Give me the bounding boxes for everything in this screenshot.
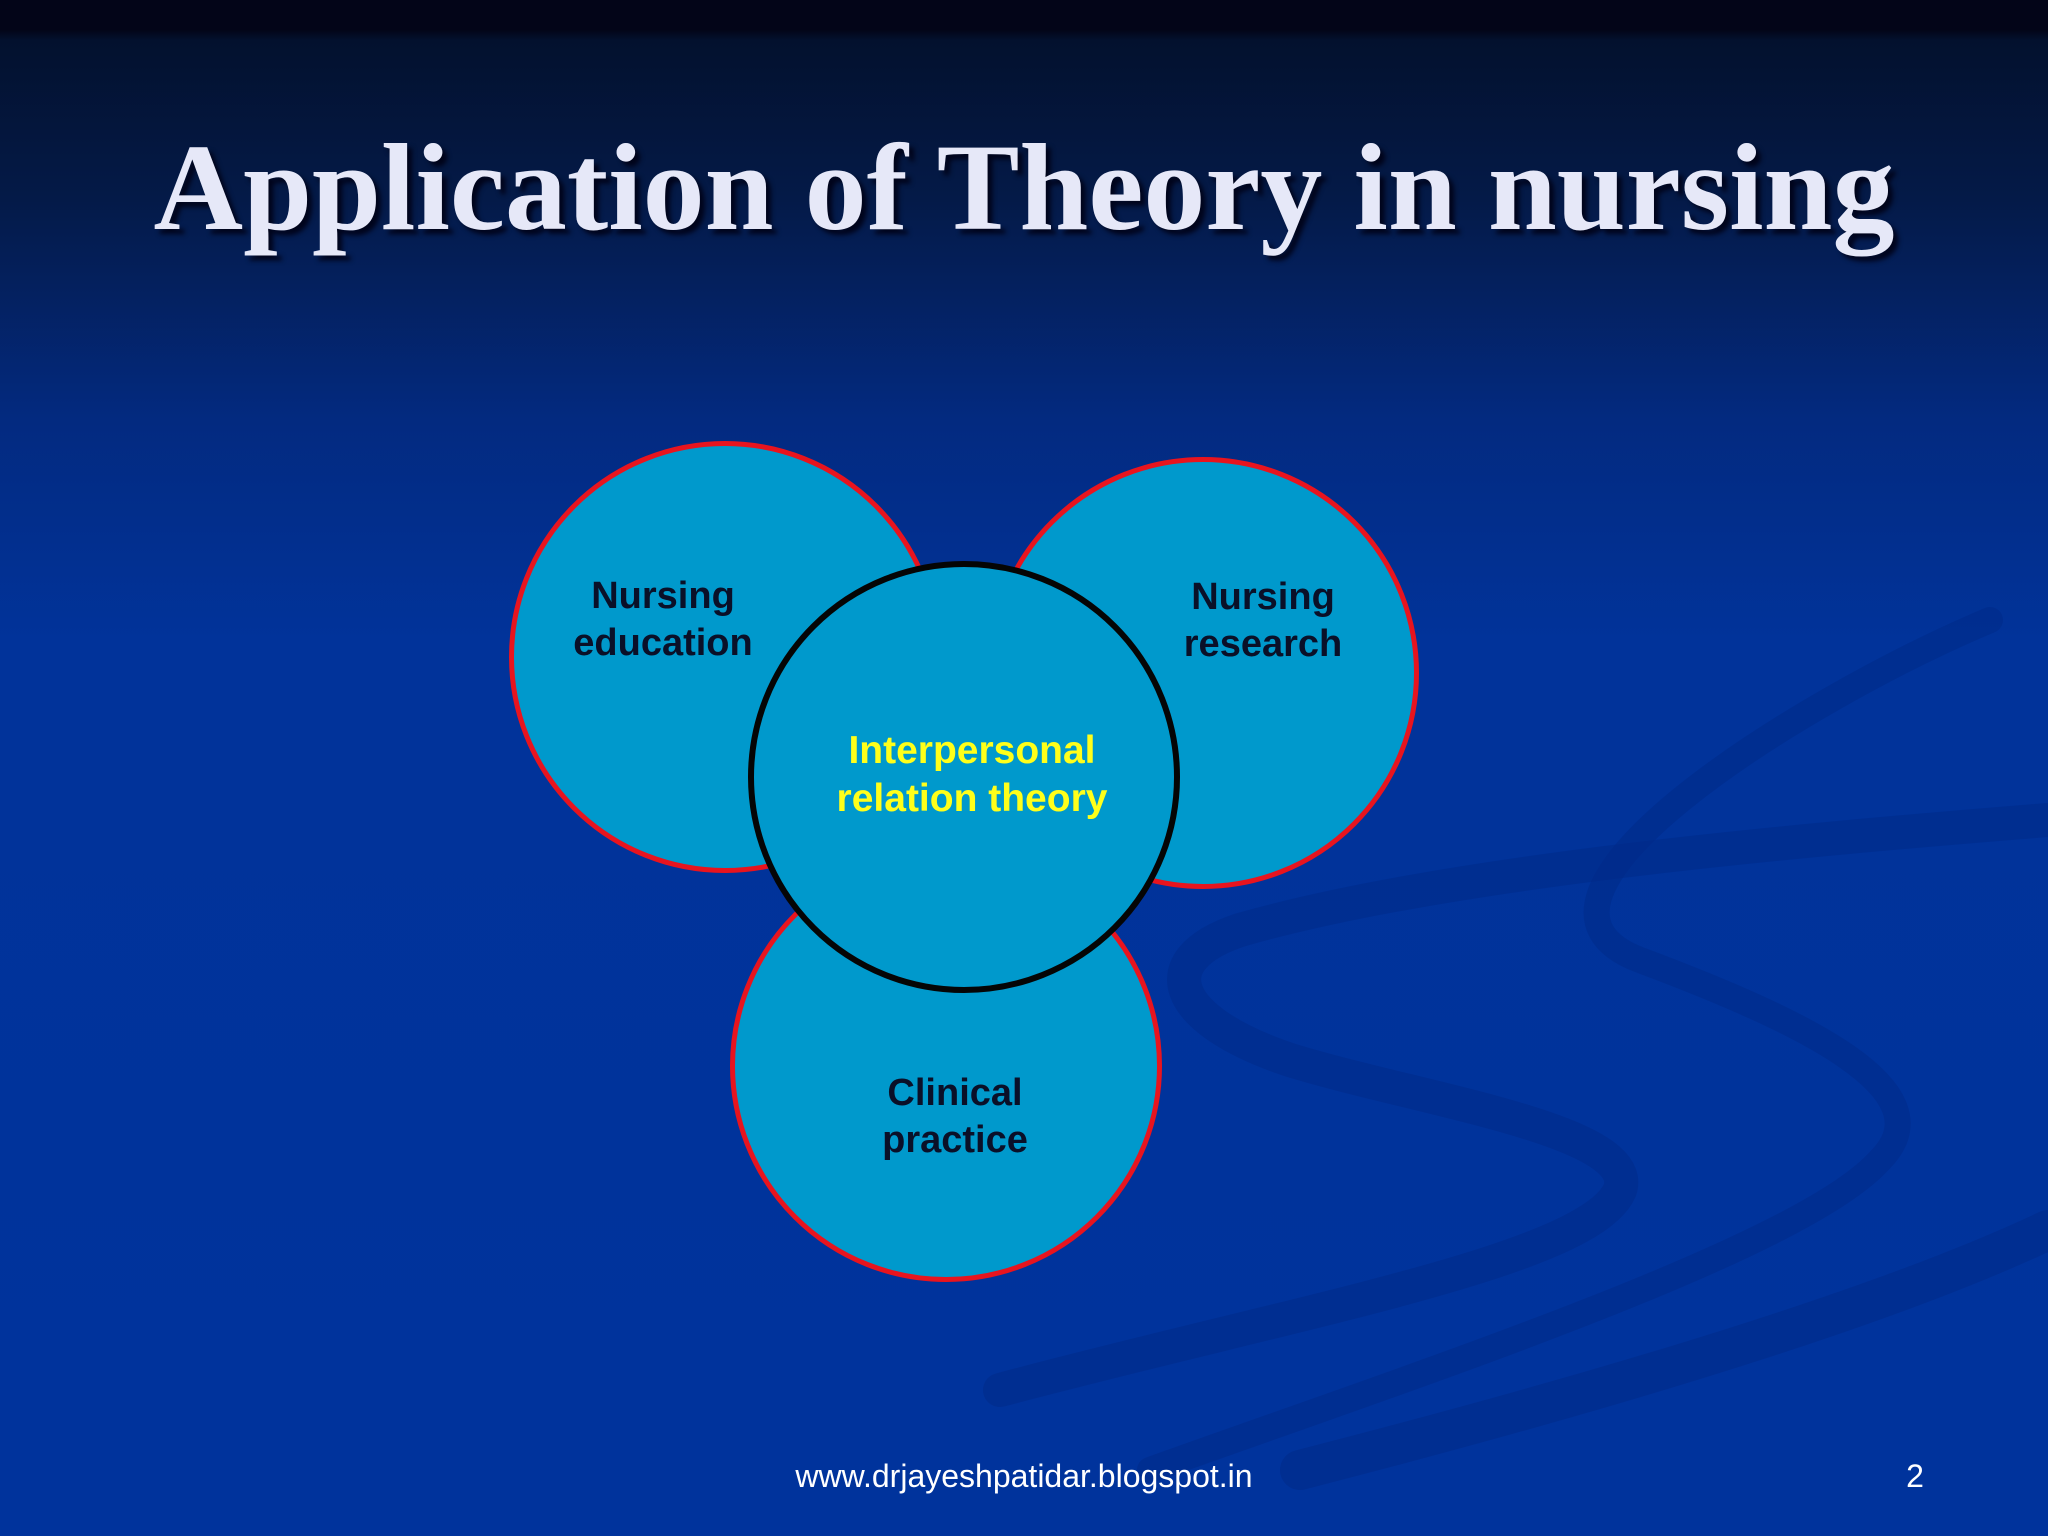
label-line: education [573, 622, 753, 664]
label-line: Nursing [591, 575, 735, 617]
label-nursing-research: Nursing research [1163, 574, 1363, 668]
label-line: Clinical [887, 1072, 1023, 1114]
label-nursing-education: Nursing education [563, 573, 763, 667]
label-line: practice [882, 1119, 1028, 1161]
page-number: 2 [1906, 1458, 1924, 1494]
label-line: Nursing [1191, 576, 1335, 618]
label-interpersonal-relation-theory: Interpersonal relation theory [822, 727, 1122, 823]
label-line: relation theory [836, 777, 1108, 820]
circle-interpersonal-relation-theory [748, 561, 1180, 993]
label-line: Interpersonal [848, 729, 1096, 772]
label-clinical-practice: Clinical practice [855, 1070, 1055, 1164]
label-line: research [1183, 623, 1343, 665]
footer-url: www.drjayeshpatidar.blogspot.in [795, 1458, 1253, 1494]
slide-title: Application of Theory in nursing [153, 119, 1895, 256]
